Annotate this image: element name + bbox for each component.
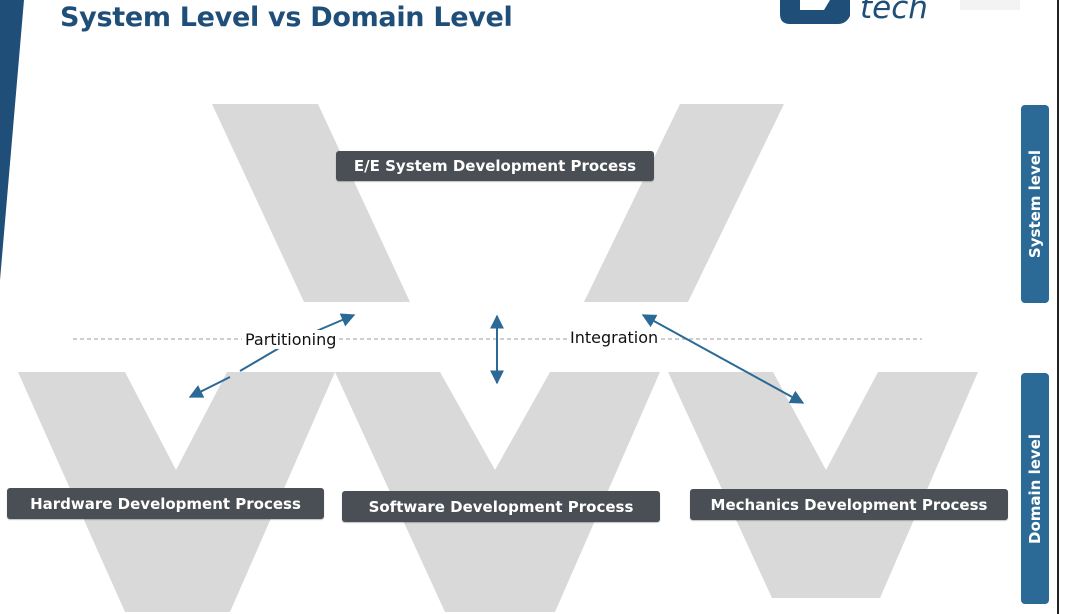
software-process-box: Software Development Process [342,491,660,522]
hardware-process-box: Hardware Development Process [7,488,324,519]
partitioning-arrow-down [188,376,231,398]
system-v-left-arm [212,104,410,302]
integration-label: Integration [567,328,662,347]
partitioning-label: Partitioning [242,330,340,349]
logo-faint-mark [960,0,1020,10]
domain-level-bar: Domain level [1021,373,1049,604]
integration-double-arrow [641,314,805,404]
system-process-box: E/E System Development Process [336,151,654,181]
domain-level-label: Domain level [1026,433,1044,544]
system-level-label: System level [1026,149,1044,259]
mechanics-v [668,372,978,598]
system-level-bar: System level [1021,105,1049,303]
logo-mark-icon [780,0,850,24]
mechanics-process-box: Mechanics Development Process [690,489,1008,520]
right-border-line [1057,0,1059,614]
page-title: System Level vs Domain Level [60,2,513,33]
logo-text: tech [860,0,928,26]
system-v-right-arm [584,104,784,302]
left-accent-stripe [0,0,24,280]
